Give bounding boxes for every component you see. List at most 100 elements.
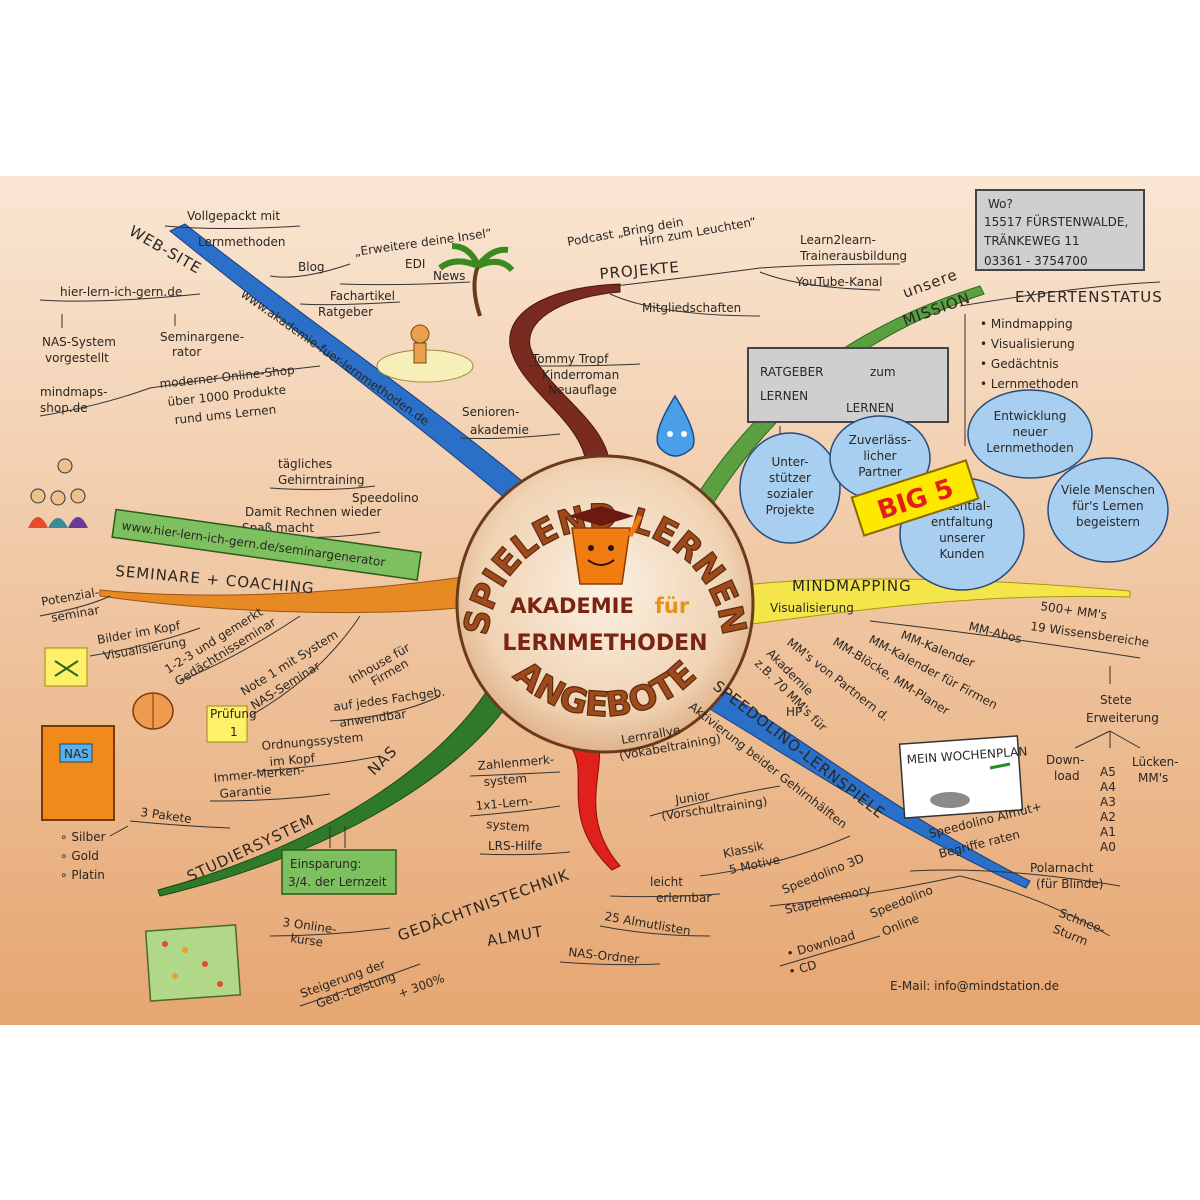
projekte-gehirn-b: Gehirntraining bbox=[278, 473, 364, 487]
projekte-tommy-a: Tommy Tropf bbox=[531, 352, 609, 366]
sp-polar-b: (für Blinde) bbox=[1036, 877, 1103, 891]
web-nas-system: NAS-System bbox=[42, 335, 116, 349]
mind-map: SPIELEND LERNEN ANGEBOTE AKADEMIE für LE… bbox=[0, 176, 1200, 1025]
mm-formats: A5 A4 A3 A2 A1 A0 bbox=[1100, 765, 1116, 854]
mm-stete-a: Stete bbox=[1100, 693, 1132, 707]
web-blog: Blog bbox=[298, 260, 325, 274]
projekte-mitglied: Mitgliedschaften bbox=[642, 301, 741, 315]
ged-zahlen-a: Zahlenmerk- bbox=[477, 752, 555, 773]
ged-leicht-a: leicht bbox=[650, 875, 683, 889]
web-ratgeber: Ratgeber bbox=[318, 305, 373, 319]
mindmapping-label: MINDMAPPING bbox=[792, 577, 912, 595]
web-seminargen-a: Seminargene- bbox=[160, 330, 244, 344]
contact-wo: Wo? bbox=[988, 197, 1013, 211]
cloud-entwicklung: Entwicklung neuer Lernmethoden bbox=[967, 389, 1093, 479]
sp-polar-a: Polarnacht bbox=[1030, 861, 1094, 875]
branch-speedolino bbox=[687, 675, 1031, 889]
web-site-connectors bbox=[39, 225, 471, 417]
projekte-senioren-a: Senioren- bbox=[462, 405, 519, 419]
contact-city: 15517 FÜRSTENWALDE, bbox=[984, 213, 1128, 229]
svg-text:Unter-: Unter- bbox=[772, 455, 809, 469]
svg-text:unserer: unserer bbox=[939, 531, 985, 545]
cloud-partner: Zuverläss- licher Partner bbox=[829, 415, 931, 501]
seminare-connectors bbox=[39, 595, 441, 722]
mm-visualisierung: Visualisierung bbox=[770, 601, 854, 615]
contact-email[interactable]: E-Mail: info@mindstation.de bbox=[890, 979, 1059, 993]
web-mindmaps-b[interactable]: shop.de bbox=[40, 401, 88, 415]
svg-text:• Visualisierung: • Visualisierung bbox=[980, 337, 1075, 351]
nas-platin: ∘ Platin bbox=[60, 868, 105, 882]
svg-text:• Mindmapping: • Mindmapping bbox=[980, 317, 1073, 331]
ged-leicht-b: erlernbar bbox=[656, 891, 711, 905]
ratgeber-lernen1: LERNEN bbox=[760, 389, 808, 403]
svg-text:Einsparung:: Einsparung: bbox=[290, 857, 362, 871]
svg-text:Projekte: Projekte bbox=[766, 503, 815, 517]
nas-gold: ∘ Gold bbox=[60, 849, 99, 863]
svg-text:A3: A3 bbox=[1100, 795, 1116, 809]
ged-1x1-a: 1x1-Lern- bbox=[475, 794, 533, 813]
mindmapping-connectors bbox=[869, 620, 1141, 749]
nas-silber: ∘ Silber bbox=[60, 830, 106, 844]
mm-stete-b: Erweiterung bbox=[1086, 711, 1159, 725]
water-drop-mascot-icon bbox=[656, 394, 695, 457]
people-icon bbox=[28, 458, 88, 528]
svg-text:• Gedächtnis: • Gedächtnis bbox=[980, 357, 1059, 371]
svg-text:entfaltung: entfaltung bbox=[931, 515, 993, 529]
projekte-learn2learn-a: Learn2learn- bbox=[800, 233, 876, 247]
graduate-mascot-icon bbox=[568, 506, 643, 585]
svg-text:begeistern: begeistern bbox=[1076, 515, 1140, 529]
svg-text:1: 1 bbox=[230, 725, 238, 739]
cloud-begeistern: Viele Menschen für's Lernen begeistern bbox=[1047, 457, 1169, 563]
game-board-image bbox=[144, 924, 242, 1002]
svg-text:A0: A0 bbox=[1100, 840, 1116, 854]
svg-text:Partner: Partner bbox=[858, 465, 902, 479]
svg-text:A2: A2 bbox=[1100, 810, 1116, 824]
mm-akademie-c: HP bbox=[786, 705, 802, 719]
center-node: SPIELEND LERNEN ANGEBOTE AKADEMIE für LE… bbox=[455, 454, 755, 754]
svg-text:3/4. der Lernzeit: 3/4. der Lernzeit bbox=[288, 875, 387, 889]
ratgeber-title: RATGEBER bbox=[760, 365, 824, 379]
svg-text:Viele Menschen: Viele Menschen bbox=[1061, 483, 1155, 497]
center-fuer: für bbox=[655, 594, 690, 618]
svg-text:Lernmethoden: Lernmethoden bbox=[986, 441, 1074, 455]
mm-download-a: Down- bbox=[1046, 753, 1084, 767]
ged-zahlen-b: system bbox=[483, 771, 527, 789]
nas-immer-b: Garantie bbox=[219, 783, 272, 801]
svg-text:NAS: NAS bbox=[64, 747, 89, 761]
web-mindmaps-a[interactable]: mindmaps- bbox=[40, 385, 108, 399]
branch-mission bbox=[689, 285, 985, 517]
web-edi: EDI bbox=[405, 257, 425, 271]
center-lernmethoden: LERNMETHODEN bbox=[502, 631, 707, 656]
svg-text:licher: licher bbox=[863, 449, 896, 463]
projekte-rechnen-a: Damit Rechnen wieder bbox=[245, 505, 381, 519]
svg-text:Entwicklung: Entwicklung bbox=[994, 409, 1067, 423]
svg-text:Kunden: Kunden bbox=[939, 547, 984, 561]
branch-projekte bbox=[509, 283, 621, 489]
svg-text:neuer: neuer bbox=[1013, 425, 1048, 439]
projekte-gehirn-a: tägliches bbox=[278, 457, 332, 471]
cloud-unterstuetzer: Unter- stützer sozialer Projekte bbox=[739, 432, 841, 544]
svg-text:Prüfung: Prüfung bbox=[210, 707, 257, 721]
branch-seminare bbox=[99, 575, 476, 614]
svg-text:Zuverläss-: Zuverläss- bbox=[849, 433, 912, 447]
web-vollgepackt: Vollgepackt mit bbox=[187, 209, 280, 223]
web-news: News bbox=[433, 269, 465, 283]
branch-nas bbox=[157, 685, 511, 897]
web-lernmethoden: Lernmethoden bbox=[198, 235, 286, 249]
projekte-tommy-c: Neuauflage bbox=[548, 383, 617, 397]
expertenstatus-list: • Mindmapping • Visualisierung • Gedächt… bbox=[980, 317, 1078, 391]
contact-box: Wo? 15517 FÜRSTENWALDE, TRÄNKEWEG 11 033… bbox=[975, 189, 1145, 271]
nas-book-icon: NAS bbox=[41, 725, 115, 821]
sticky-note-icon bbox=[44, 647, 88, 687]
nas-ordnung-b: im Kopf bbox=[269, 751, 316, 769]
projekte-senioren-b: akademie bbox=[470, 423, 529, 437]
island-palm-icon bbox=[376, 243, 515, 383]
branch-mindmapping bbox=[734, 578, 1131, 627]
web-fachartikel: Fachartikel bbox=[330, 289, 395, 303]
branch-web-site bbox=[169, 223, 541, 512]
projekte-youtube: YouTube-Kanal bbox=[795, 275, 882, 289]
ratgeber-lernen2: LERNEN bbox=[846, 401, 894, 415]
web-hier-lern[interactable]: hier-lern-ich-gern.de bbox=[60, 285, 182, 299]
ged-lrs: LRS-Hilfe bbox=[488, 839, 542, 853]
